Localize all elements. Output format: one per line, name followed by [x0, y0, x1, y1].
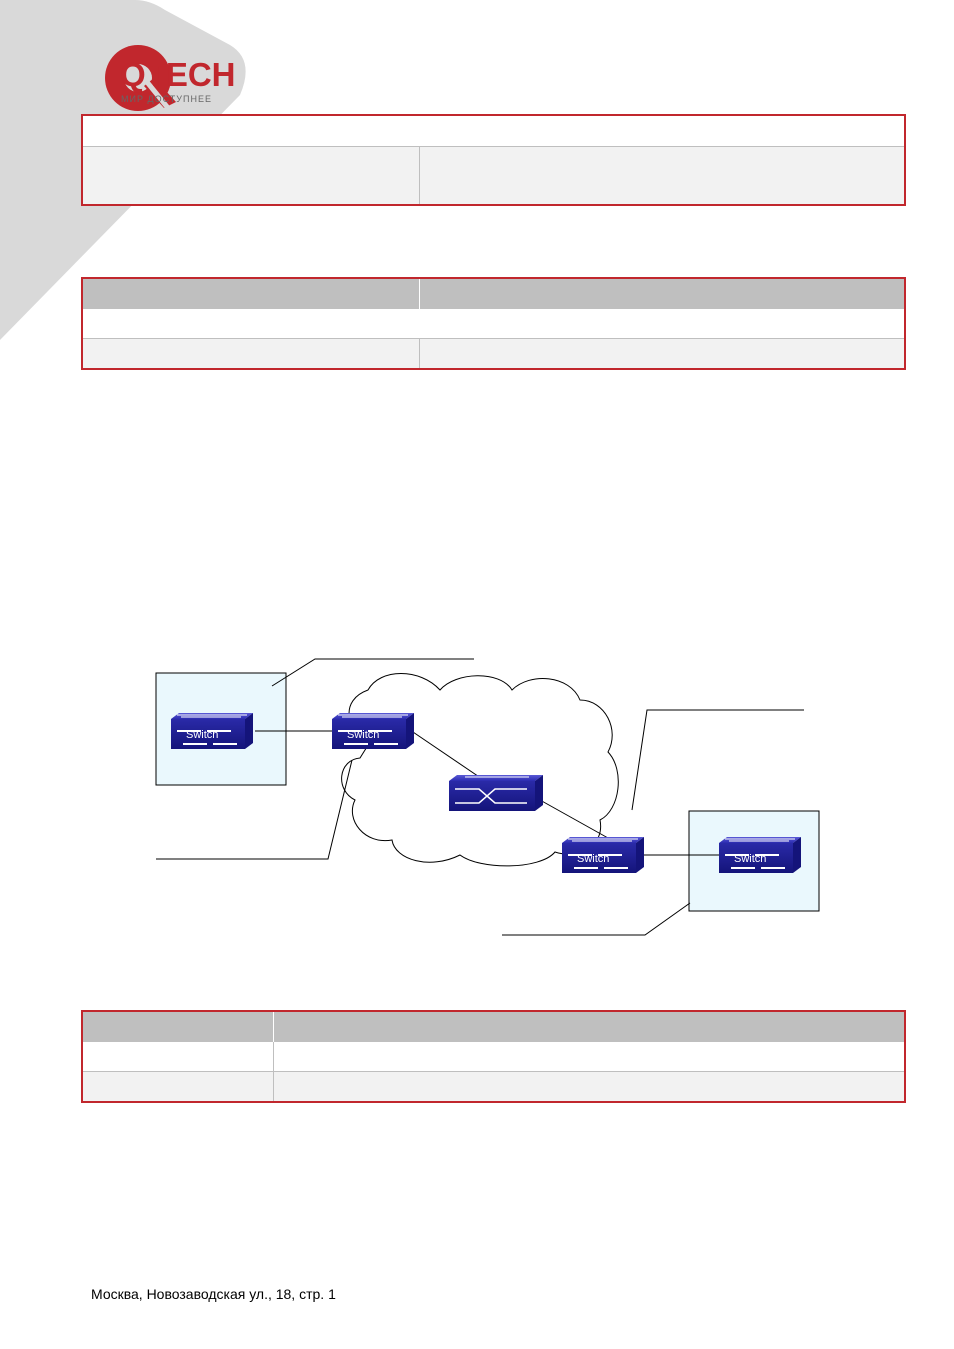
switch-label: Switch	[734, 853, 766, 865]
table-row	[83, 147, 904, 204]
table-row	[83, 1072, 904, 1101]
switch-icon: Switch	[562, 837, 644, 873]
footer-address: Москва, Новозаводская ул., 18, стр. 1	[91, 1286, 336, 1302]
callout-line	[631, 709, 804, 811]
callout-line	[156, 759, 353, 860]
switch-icon: Switch	[332, 713, 414, 749]
switch-label: Switch	[577, 853, 609, 865]
table-row	[83, 309, 904, 339]
brand-name: QTECH	[120, 56, 236, 93]
switch-icon: Switch	[171, 713, 253, 749]
callout-line	[502, 902, 691, 936]
switch-label: Switch	[347, 729, 379, 741]
table-cell	[83, 1042, 274, 1071]
switch-icon: Switch	[719, 837, 801, 873]
table-1	[81, 114, 906, 206]
switch-label: Switch	[186, 729, 218, 741]
table-header-row	[83, 279, 904, 309]
link-line	[539, 799, 609, 839]
table-cell	[83, 1072, 274, 1101]
table-header-cell	[83, 279, 420, 309]
qtech-logo	[105, 45, 176, 111]
callout-line	[271, 658, 474, 687]
table-cell	[274, 1072, 904, 1101]
table-header-cell	[274, 1012, 904, 1042]
table-row	[83, 339, 904, 368]
table-cell	[83, 147, 420, 204]
table-header-row	[83, 1012, 904, 1042]
brand-tagline: МИР ДОСТУПНЕЕ	[121, 94, 212, 104]
table-2	[81, 277, 906, 370]
table-header-cell	[83, 1012, 274, 1042]
table-row	[83, 1042, 904, 1072]
table-cell	[83, 339, 420, 368]
core-switch-icon	[449, 775, 543, 811]
table-row	[83, 116, 904, 147]
table-3	[81, 1010, 906, 1103]
table-cell	[274, 1042, 904, 1071]
